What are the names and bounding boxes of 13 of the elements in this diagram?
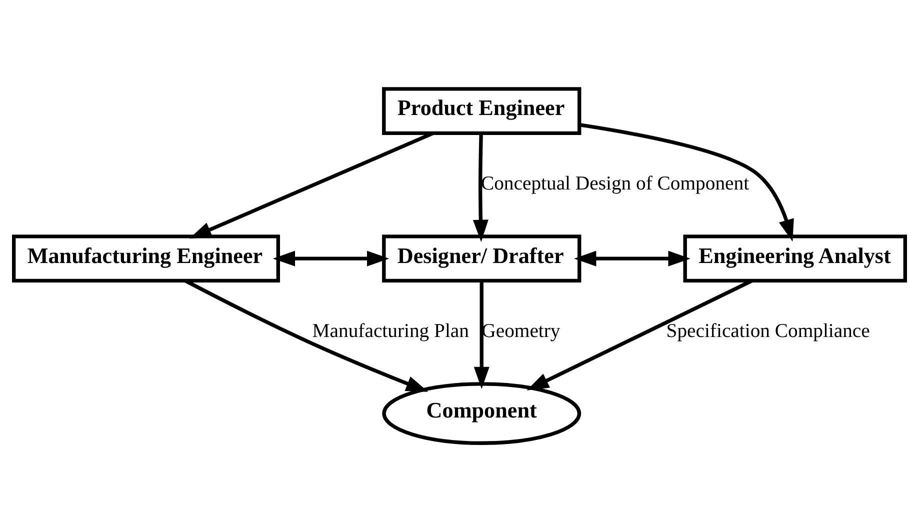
- arrow: [574, 250, 690, 266]
- node-box: Product Engineer: [382, 86, 582, 135]
- edge-label: Manufacturing Plan: [312, 320, 469, 342]
- arrow: [272, 250, 390, 266]
- node-ellipse: Component: [382, 382, 582, 444]
- node-box: Designer/ Drafter: [382, 234, 582, 282]
- node-box: Manufacturing Engineer: [12, 234, 280, 282]
- edge-label: Specification Compliance: [666, 320, 870, 342]
- arrow: [579, 122, 794, 242]
- edge-label: Conceptual Design of Component: [480, 172, 750, 194]
- arrow: [474, 280, 490, 389]
- arrow: [472, 132, 488, 242]
- node-box: Engineering Analyst: [683, 234, 907, 282]
